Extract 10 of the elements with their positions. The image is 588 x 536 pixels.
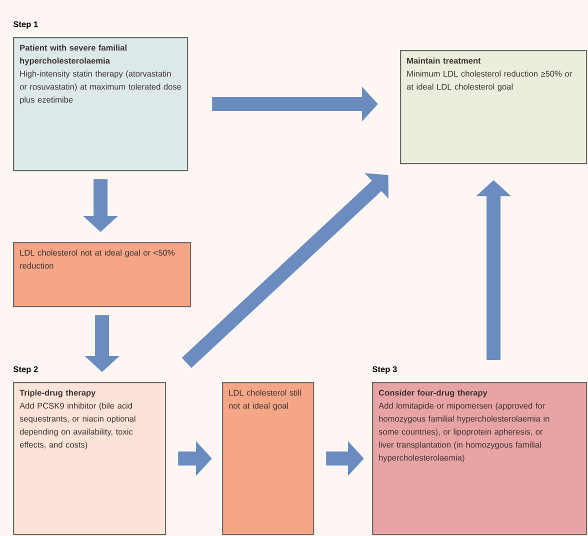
step-heading: Step 2 — [13, 366, 38, 374]
step-box: Patient with severe familial hypercholesterolaemia High-intensity statin therapy (atorvastatin or rosuvastatin) at maximum tolerated dose plus ezetimibe — [13, 37, 188, 172]
step-box: Triple-drug therapy Add PCSK9 inhibitor (bile acid sequestrants, or niacin optional depending on availability, toxic effects, and costs) — [13, 382, 166, 536]
block-arrow — [182, 173, 388, 368]
step-heading: Step 1 — [13, 21, 38, 29]
condition-box: LDL cholesterol still not at ideal goal — [222, 382, 314, 536]
step-heading: Step 3 — [372, 366, 397, 374]
condition-box: LDL cholesterol not at ideal goal or <50% reduction — [13, 242, 192, 308]
step-box: Consider four-drug therapy Add lomitapide or mipomersen (approved for homozygous familial hypercholesterolaemia in some countries), or lipoprotein apheresis, or liver transplantation (in homozygous familial hypercholesterolaemia) — [372, 382, 588, 536]
outcome-box: Maintain treatment Minimum LDL cholesterol reduction ≥50% or at ideal LDL cholesterol goal — [400, 50, 588, 164]
